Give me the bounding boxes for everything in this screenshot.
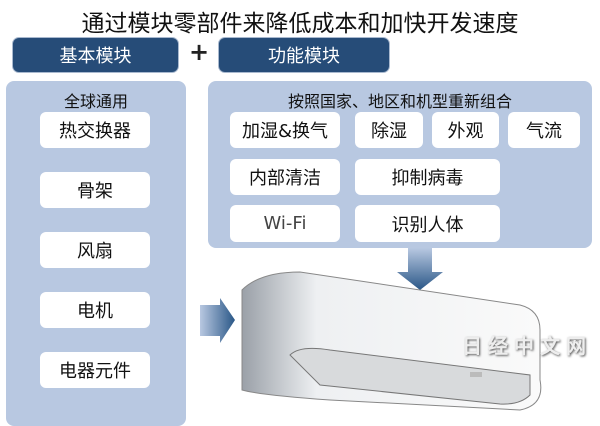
air-conditioner-illustration bbox=[200, 248, 542, 411]
functional-item: 外观 bbox=[432, 112, 499, 148]
watermark: 日经中文网 bbox=[462, 334, 592, 358]
page-title: 通过模块零部件来降低成本和加快开发速度 bbox=[81, 11, 519, 37]
arrow-right-icon bbox=[200, 298, 235, 343]
arrow-down-icon bbox=[397, 248, 443, 290]
basic-item: 风扇 bbox=[40, 232, 150, 268]
basic-item: 电机 bbox=[40, 292, 150, 328]
functional-item: 抑制病毒 bbox=[355, 159, 500, 195]
functional-item: 除湿 bbox=[355, 112, 423, 148]
basic-panel-label: 全球通用 bbox=[63, 92, 128, 111]
functional-panel-label: 按照国家、地区和机型重新组合 bbox=[287, 92, 512, 111]
functional-item: 识别人体 bbox=[355, 205, 500, 242]
basic-item: 电器元件 bbox=[40, 352, 150, 388]
functional-item: Wi-Fi bbox=[230, 205, 340, 242]
tab-functional-modules: 功能模块 bbox=[218, 37, 390, 73]
functional-item: 加湿&换气 bbox=[230, 112, 340, 148]
basic-item: 骨架 bbox=[40, 172, 150, 208]
basic-item: 热交换器 bbox=[40, 112, 150, 148]
functional-item: 内部清洁 bbox=[230, 159, 340, 195]
plus-sign: + bbox=[188, 38, 210, 66]
tab-basic-modules: 基本模块 bbox=[12, 37, 179, 73]
functional-item: 气流 bbox=[508, 112, 580, 148]
